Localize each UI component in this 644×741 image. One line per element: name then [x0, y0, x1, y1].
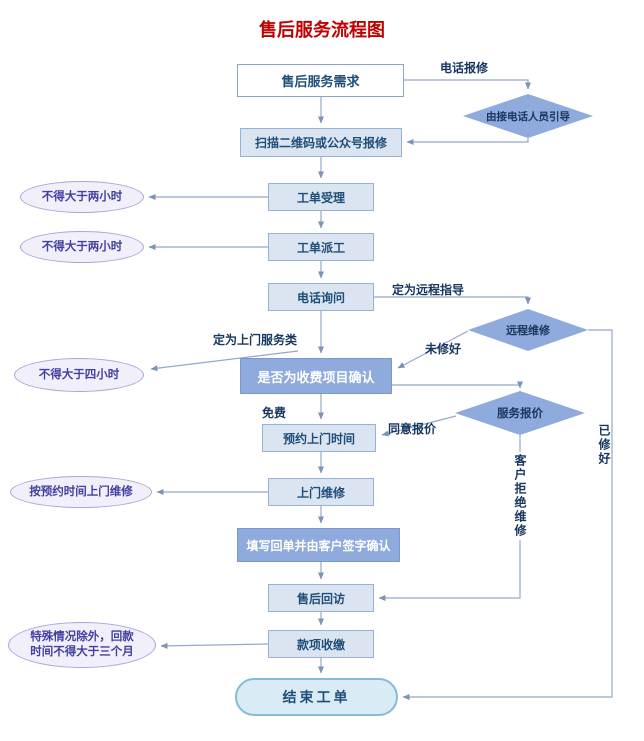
node-fee-confirm: 是否为收费项目确认: [240, 358, 392, 394]
edge-remote-fee: [397, 330, 469, 369]
edge-fee-quote: [392, 381, 523, 389]
edge-phone-remote: [374, 296, 531, 305]
node-onsite: 上门维修: [268, 478, 374, 506]
diagram-title: 售后服务流程图: [259, 20, 385, 40]
edge-remote-end: [402, 329, 613, 700]
node-end: 结束工单: [235, 678, 398, 716]
edge-label-onsite-type: 定为上门服务类: [213, 333, 298, 347]
note-two-hours-1: 不得大于两小时: [20, 181, 144, 213]
node-accept: 工单受理: [268, 183, 374, 211]
edge-label-remote-guide: 定为远程指导: [392, 283, 465, 297]
edge-fee-note: [150, 350, 299, 372]
edge-label-fixed: 已修好: [597, 424, 611, 466]
node-start: 售后服务需求: [237, 64, 404, 97]
note-onsite-time: 按预约时间上门维修: [10, 476, 152, 508]
note-payment-limit: 特殊情况除外，回款时间不得大于三个月: [8, 622, 156, 668]
edge-guide-scan: [406, 138, 529, 145]
node-followup: 售后回访: [268, 584, 374, 612]
edge-quote-appointment: [381, 415, 457, 437]
edge-label-not-fixed: 未修好: [425, 342, 462, 356]
edge-label-agree-quote: 同意报价: [388, 422, 437, 436]
edge-payment-note: [160, 642, 269, 649]
note-two-hours-2: 不得大于两小时: [20, 231, 144, 263]
edge-label-refuse: 客户拒绝维修: [512, 452, 529, 540]
edge-label-free: 免费: [262, 406, 287, 420]
node-dispatch: 工单派工: [268, 233, 374, 261]
node-phone: 电话询问: [268, 283, 374, 311]
edge-label-phone-report: 电话报修: [440, 61, 489, 75]
edge-quote-followup: [378, 435, 521, 601]
node-receipt: 填写回单并由客户签字确认: [237, 528, 400, 562]
node-appointment: 预约上门时间: [262, 424, 376, 452]
edge-start-guide: [404, 79, 531, 90]
node-scan: 扫描二维码或公众号报修: [240, 128, 402, 157]
note-four-hours: 不得大于四小时: [14, 358, 144, 392]
node-payment: 款项收缴: [268, 630, 374, 658]
